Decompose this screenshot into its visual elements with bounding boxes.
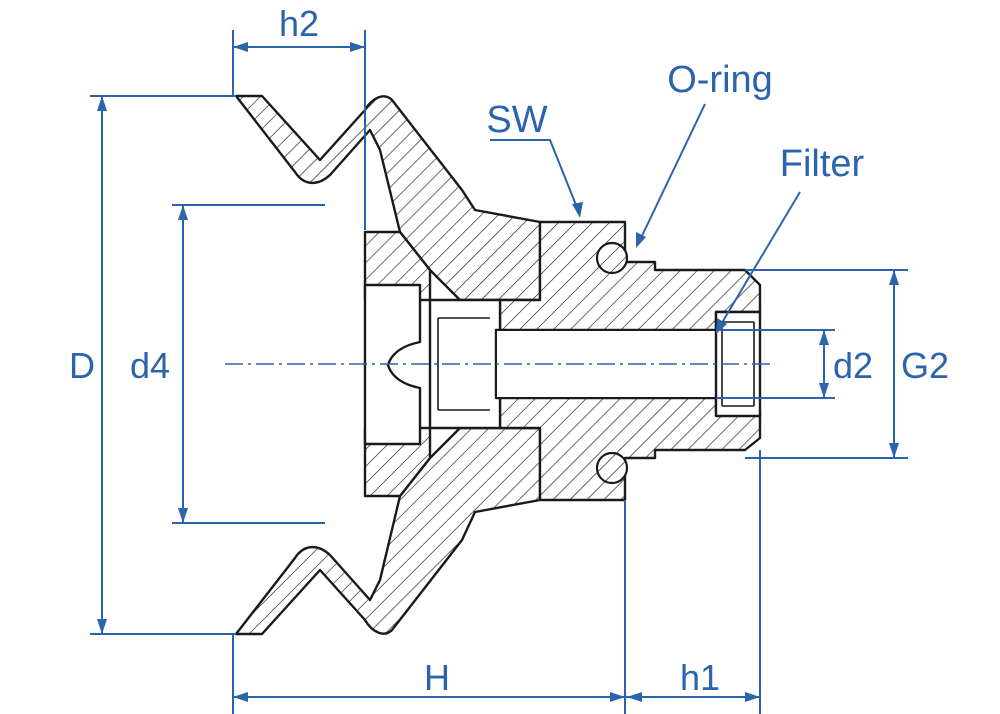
callout-label-sw: SW [486, 99, 547, 141]
dim-label-H: H [424, 657, 450, 698]
callout-label-filter: Filter [780, 143, 865, 185]
sleeve-inner-line [437, 317, 490, 411]
dim-label-d2: d2 [833, 345, 873, 386]
face-plate [363, 283, 422, 446]
dim-label-h2: h2 [279, 3, 319, 44]
callout-label-oring: O-ring [667, 59, 773, 101]
dim-label-d4: d4 [130, 345, 170, 386]
dimension-lines [90, 30, 908, 714]
lower-oring [595, 451, 629, 485]
filter-lines [721, 321, 755, 407]
upper-oring [595, 241, 629, 275]
part-geometry [234, 94, 762, 636]
dim-label-h1: h1 [680, 657, 720, 698]
dim-label-G2: G2 [901, 345, 949, 386]
dim-label-D: D [69, 345, 95, 386]
callout-leaders [490, 103, 801, 334]
